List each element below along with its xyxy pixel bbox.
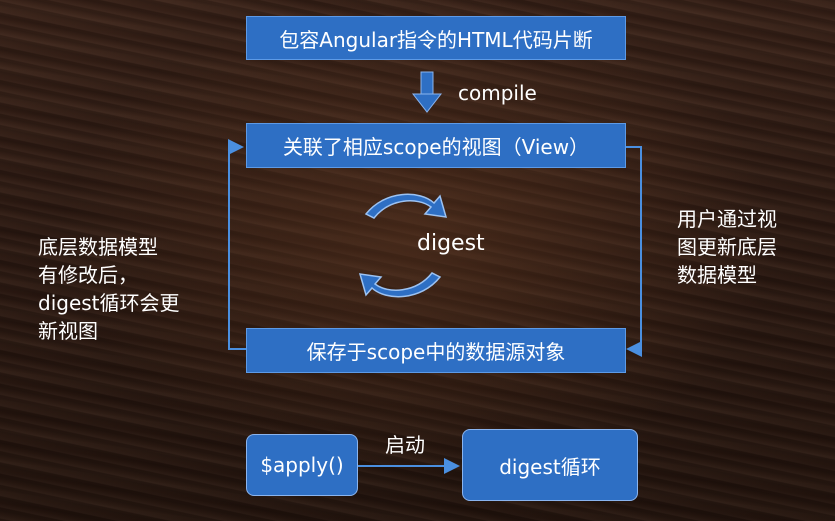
left-note-line: 有修改后，: [38, 263, 138, 287]
model-box: 保存于scope中的数据源对象: [246, 328, 626, 373]
digest-loop-label: digest循环: [499, 454, 601, 479]
html-template-label: 包容Angular指令的HTML代码片断: [279, 27, 593, 52]
trigger-label: 启动: [385, 433, 425, 457]
right-loop-connector: [626, 146, 642, 357]
model-label: 保存于scope中的数据源对象: [306, 340, 566, 364]
apply-box: $apply(): [246, 434, 358, 496]
right-note-line: 用户通过视: [677, 207, 777, 231]
view-box: 关联了相应scope的视图（View）: [246, 123, 626, 168]
left-note-line: 新视图: [38, 319, 98, 343]
compile-label: compile: [458, 81, 537, 105]
digest-cycle-icon: [358, 193, 448, 298]
html-template-box: 包容Angular指令的HTML代码片断: [246, 16, 626, 60]
right-note-line: 图更新底层: [677, 235, 777, 259]
right-note-line: 数据模型: [677, 263, 757, 287]
left-note: 底层数据模型 有修改后， digest循环会更 新视图: [38, 233, 180, 345]
view-label: 关联了相应scope的视图（View）: [282, 135, 590, 159]
left-note-line: digest循环会更: [38, 291, 180, 315]
apply-label: $apply(): [260, 453, 344, 477]
right-note: 用户通过视 图更新底层 数据模型: [677, 205, 777, 289]
digest-label: digest: [417, 231, 485, 256]
left-loop-connector: [228, 139, 246, 350]
left-note-line: 底层数据模型: [38, 235, 158, 259]
digest-loop-box: digest循环: [462, 429, 638, 501]
compile-arrow: [411, 71, 443, 113]
